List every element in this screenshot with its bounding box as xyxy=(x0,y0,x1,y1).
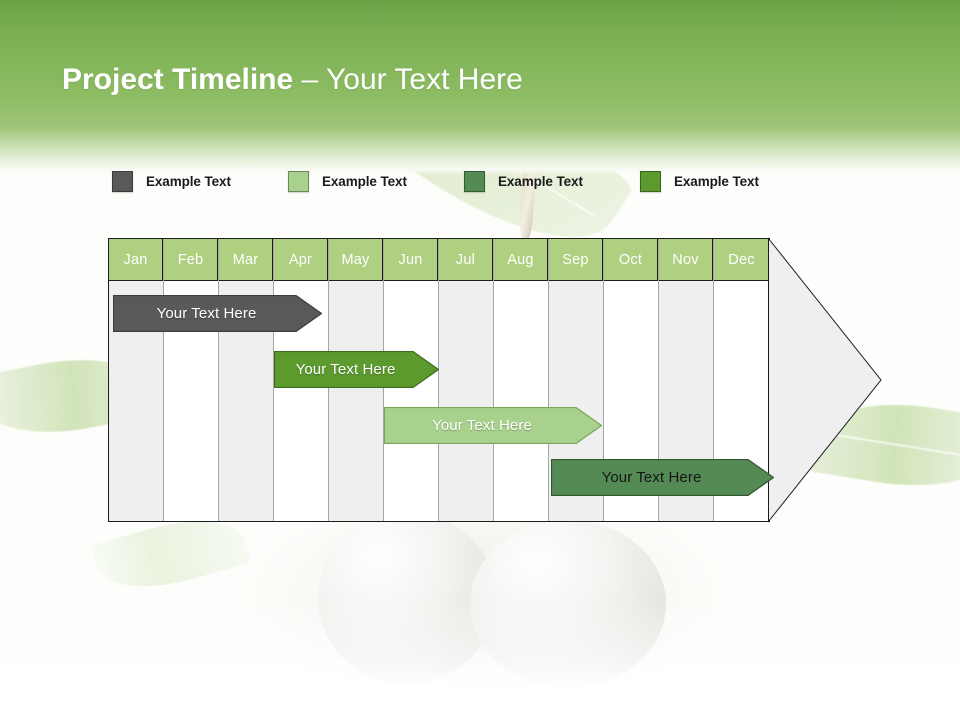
legend-label-4: Example Text xyxy=(674,173,759,189)
timeline-bar-shape-4 xyxy=(551,459,774,496)
legend-swatch-3 xyxy=(464,170,485,192)
timeline-column-jun: Jun xyxy=(384,239,439,521)
legend-label-3: Example Text xyxy=(498,173,583,189)
month-header-feb[interactable]: Feb xyxy=(164,239,218,281)
timeline-column-jan: Jan xyxy=(109,239,164,521)
timeline-bar-label-4: Your Text Here xyxy=(601,469,702,486)
month-header-may[interactable]: May xyxy=(329,239,383,281)
timeline-bar-shape-2 xyxy=(274,351,439,388)
legend-label-2: Example Text xyxy=(322,173,407,189)
legend-swatch-1 xyxy=(112,170,133,192)
legend-swatch-4 xyxy=(640,170,661,192)
page-title-rest: – Your Text Here xyxy=(293,63,523,96)
timeline-arrow-head xyxy=(768,237,882,523)
page-title: Project Timeline – Your Text Here xyxy=(62,60,523,100)
month-header-mar[interactable]: Mar xyxy=(219,239,273,281)
timeline-column-jul: Jul xyxy=(439,239,494,521)
month-header-jul[interactable]: Jul xyxy=(439,239,493,281)
timeline-bar-label-1: Your Text Here xyxy=(156,305,257,322)
timeline-bar-4[interactable]: Your Text Here xyxy=(551,459,774,496)
timeline-column-dec: Dec xyxy=(714,239,769,521)
bottom-fade xyxy=(0,600,960,720)
month-header-jun[interactable]: Jun xyxy=(384,239,438,281)
timeline-column-mar: Mar xyxy=(219,239,274,521)
month-header-sep[interactable]: Sep xyxy=(549,239,603,281)
timeline-bar-3[interactable]: Your Text Here xyxy=(384,407,602,444)
legend-label-1: Example Text xyxy=(146,173,231,189)
month-header-aug[interactable]: Aug xyxy=(494,239,548,281)
legend-item-4: Example Text xyxy=(640,168,759,194)
timeline-bar-shape-3 xyxy=(384,407,602,444)
timeline-bar-2[interactable]: Your Text Here xyxy=(274,351,439,388)
timeline-bar-label-2: Your Text Here xyxy=(295,361,396,378)
timeline-column-feb: Feb xyxy=(164,239,219,521)
timeline-column-oct: Oct xyxy=(604,239,659,521)
header-banner xyxy=(0,0,960,175)
legend-swatch-2 xyxy=(288,170,309,192)
month-header-dec[interactable]: Dec xyxy=(714,239,769,281)
page-title-bold: Project Timeline xyxy=(62,63,294,96)
timeline-bar-label-3: Your Text Here xyxy=(432,417,532,434)
legend: Example Text Example Text Example Text Exam… xyxy=(112,168,852,196)
month-header-apr[interactable]: Apr xyxy=(274,239,328,281)
timeline-bar-shape-1 xyxy=(113,295,322,332)
timeline-bar-1[interactable]: Your Text Here xyxy=(113,295,322,332)
month-header-oct[interactable]: Oct xyxy=(604,239,658,281)
timeline-column-aug: Aug xyxy=(494,239,549,521)
legend-item-2: Example Text xyxy=(288,168,407,194)
month-header-nov[interactable]: Nov xyxy=(659,239,713,281)
legend-item-3: Example Text xyxy=(464,168,583,194)
month-header-jan[interactable]: Jan xyxy=(109,239,163,281)
legend-item-1: Example Text xyxy=(112,168,231,194)
